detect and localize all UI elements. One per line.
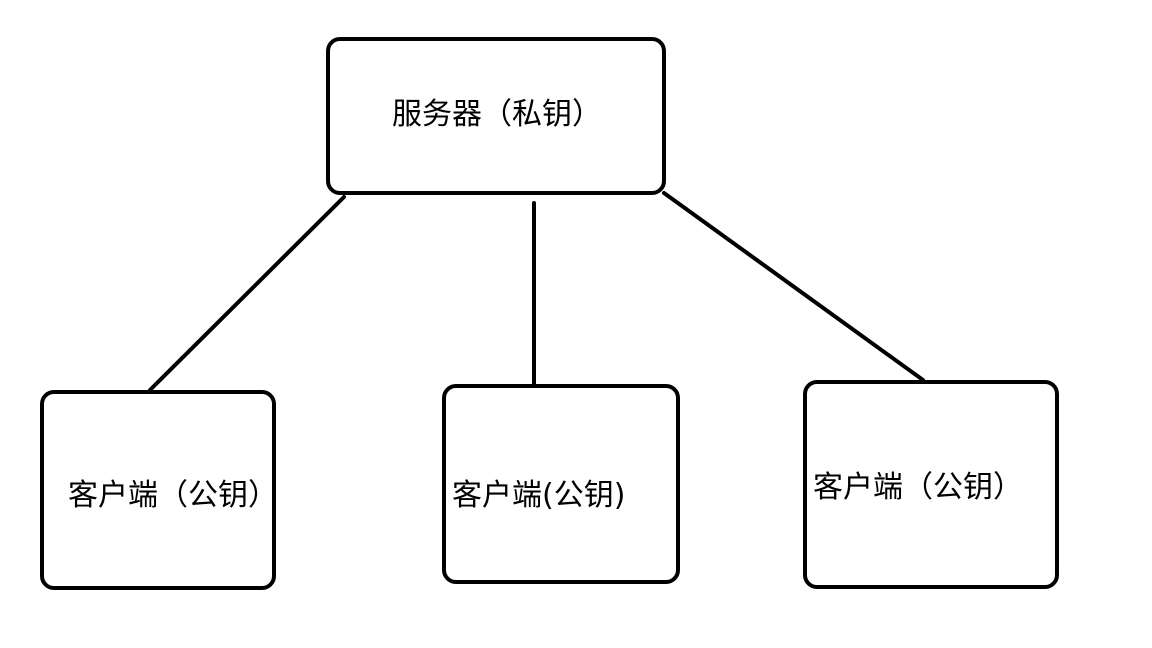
server-node: 服务器（私钥）: [326, 37, 666, 195]
client-node-2: 客户端(公钥): [442, 384, 680, 584]
server-label: 服务器（私钥）: [392, 97, 602, 132]
connector-server-client-1: [148, 195, 346, 392]
client-1-label: 客户端（公钥）: [68, 478, 278, 513]
client-node-1: 客户端（公钥）: [40, 390, 278, 590]
connector-server-client-3: [662, 191, 925, 382]
client-2-label: 客户端(公钥): [452, 478, 626, 513]
client-3-label: 客户端（公钥）: [813, 470, 1023, 505]
client-node-3: 客户端（公钥）: [803, 380, 1059, 589]
